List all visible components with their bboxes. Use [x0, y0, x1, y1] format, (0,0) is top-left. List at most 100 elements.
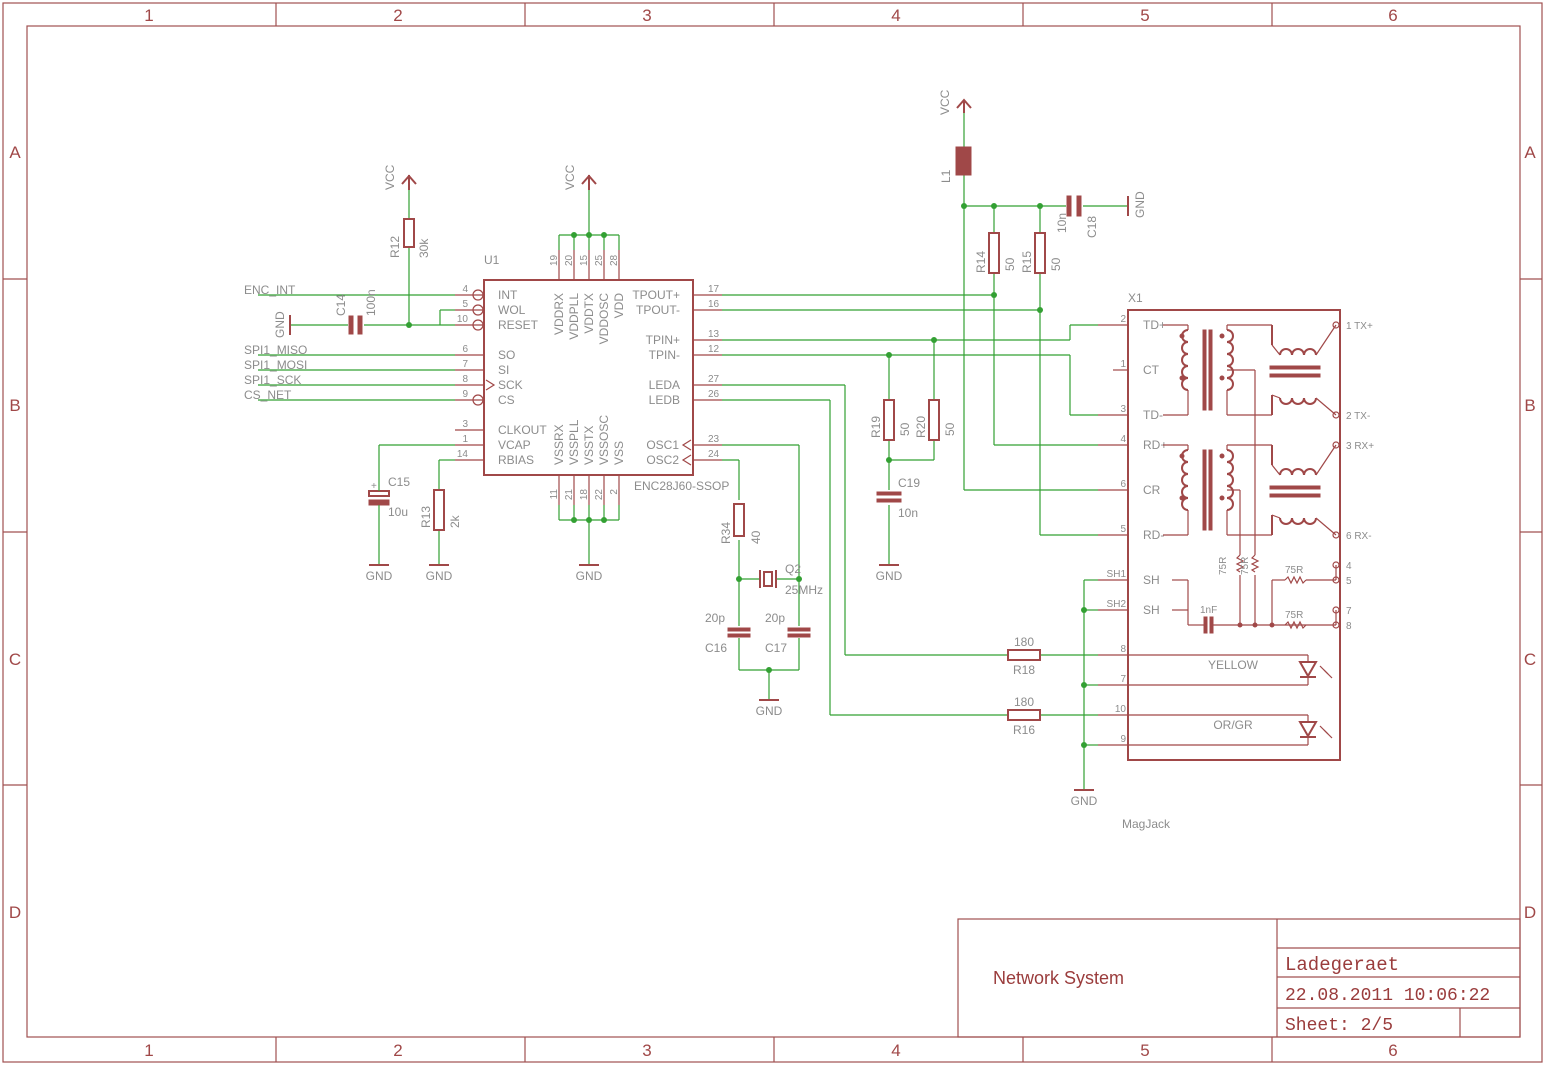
- svg-text:CR: CR: [1143, 483, 1161, 497]
- gnd-symbol-u1: GND: [576, 564, 603, 583]
- u1-bottom-pins: 11 21 18 22 2 VSSRX VSSPLL VSSTX VSSOSC …: [549, 415, 626, 505]
- gnd-symbol-r13: GND: [426, 564, 453, 583]
- u1-right-pin-labels: 17 16 13 12 27 26 23 24 TPOUT+ TPOUT- TP…: [632, 284, 719, 467]
- svg-text:50: 50: [1003, 257, 1017, 271]
- svg-text:4: 4: [1346, 561, 1352, 572]
- col-label: 2: [393, 6, 402, 25]
- svg-text:9: 9: [1120, 734, 1126, 745]
- svg-text:20p: 20p: [705, 611, 725, 625]
- svg-text:C18: C18: [1085, 216, 1099, 238]
- svg-text:1 TX+: 1 TX+: [1346, 321, 1373, 332]
- svg-text:C17: C17: [765, 641, 787, 655]
- svg-text:9: 9: [462, 389, 468, 400]
- svg-text:10: 10: [1115, 704, 1127, 715]
- svg-text:30k: 30k: [417, 238, 431, 258]
- svg-text:10: 10: [457, 314, 469, 325]
- svg-text:VSSOSC: VSSOSC: [597, 415, 611, 465]
- svg-text:16: 16: [708, 299, 720, 310]
- svg-text:R19: R19: [869, 416, 883, 438]
- r16-resistor: 180 R16: [1007, 695, 1041, 737]
- svg-text:CS: CS: [498, 393, 515, 407]
- svg-text:75R: 75R: [1285, 610, 1303, 621]
- row-label: D: [1524, 903, 1536, 922]
- svg-text:21: 21: [564, 489, 575, 501]
- c16-capacitor: 20p C16: [705, 611, 751, 655]
- svg-text:5: 5: [1120, 524, 1126, 535]
- svg-text:3: 3: [462, 419, 468, 430]
- svg-text:VCC: VCC: [938, 89, 952, 115]
- gnd-symbol-c14: GND: [273, 311, 291, 338]
- svg-text:50: 50: [943, 422, 957, 436]
- svg-text:VDDPLL: VDDPLL: [567, 293, 581, 340]
- r18-resistor: 180 R18: [1007, 635, 1041, 677]
- svg-text:VSSRX: VSSRX: [552, 424, 566, 465]
- svg-text:R13: R13: [419, 506, 433, 528]
- gnd-symbol-c19: GND: [876, 564, 903, 583]
- svg-text:6: 6: [462, 344, 468, 355]
- col-label: 6: [1388, 1041, 1397, 1060]
- l1-inductor: L1: [939, 146, 972, 183]
- svg-text:C14: C14: [334, 294, 348, 316]
- u1-right-pins: [681, 294, 722, 466]
- rx-transformer: [1163, 444, 1337, 536]
- u1-left-pin-labels: 4 5 10 6 7 8 9 3 1 14 INT WOL RESET SO S…: [457, 284, 547, 467]
- led-orgr-label: OR/GR: [1213, 718, 1253, 732]
- net-cs-net: CS_NET: [244, 388, 292, 402]
- svg-text:20: 20: [564, 254, 575, 266]
- r12-resistor: R12 30k: [388, 190, 431, 258]
- svg-text:LEDA: LEDA: [649, 378, 680, 392]
- svg-text:8: 8: [1346, 621, 1352, 632]
- c15-capacitor: + C15 10u: [368, 475, 410, 519]
- r20-resistor: R20 50: [914, 399, 957, 441]
- col-label: 4: [891, 6, 900, 25]
- svg-text:SH2: SH2: [1107, 599, 1127, 610]
- col-label: 2: [393, 1041, 402, 1060]
- svg-text:8: 8: [1120, 644, 1126, 655]
- r13-resistor: R13 2k: [419, 489, 462, 531]
- svg-text:6 RX-: 6 RX-: [1346, 531, 1372, 542]
- svg-text:RD-: RD-: [1143, 528, 1164, 542]
- row-label: A: [1524, 143, 1536, 162]
- svg-text:75R: 75R: [1218, 557, 1229, 575]
- svg-text:VCC: VCC: [563, 164, 577, 190]
- svg-text:GND: GND: [273, 311, 287, 338]
- x1-right-terminals: 1 TX+ 2 TX- 3 RX+ 6 RX- 4 5 7 8: [1332, 321, 1374, 632]
- r14-resistor: R14 50: [974, 232, 1017, 274]
- svg-text:28: 28: [609, 254, 620, 266]
- svg-text:R15: R15: [1020, 251, 1034, 273]
- led-orange-green: OR/GR: [1128, 714, 1333, 746]
- svg-text:TD-: TD-: [1143, 408, 1163, 422]
- svg-text:C16: C16: [705, 641, 727, 655]
- svg-text:8: 8: [462, 374, 468, 385]
- led-yellow: YELLOW: [1128, 654, 1333, 686]
- gnd-symbol-shield: GND: [1071, 789, 1098, 808]
- net-labels: ENC_INT SPI1_MISO SPI1_MOSI SPI1_SCK CS_…: [244, 283, 307, 402]
- svg-text:SO: SO: [498, 348, 515, 362]
- gnd-symbol-c15: GND: [366, 564, 393, 583]
- svg-text:RBIAS: RBIAS: [498, 453, 534, 467]
- c14-capacitor: C14 100n: [334, 289, 378, 335]
- svg-text:TD+: TD+: [1143, 318, 1166, 332]
- row-label: C: [1524, 650, 1536, 669]
- u1-top-pins: 19 20 15 25 28 VDDRX VDDPLL VDDTX VDDOSC…: [549, 250, 626, 344]
- svg-text:17: 17: [708, 284, 720, 295]
- svg-text:180: 180: [1014, 695, 1034, 709]
- svg-text:1: 1: [462, 434, 468, 445]
- vcc-symbol-r12: VCC: [383, 164, 417, 190]
- c17-capacitor: 20p C17: [765, 611, 811, 655]
- svg-text:7: 7: [1120, 674, 1126, 685]
- svg-text:5: 5: [462, 299, 468, 310]
- row-label: A: [9, 143, 21, 162]
- vcc-symbol-l1: VCC: [938, 89, 972, 115]
- sheet-number: Sheet: 2/5: [1285, 1016, 1393, 1036]
- svg-text:TPIN+: TPIN+: [646, 333, 680, 347]
- svg-text:Q2: Q2: [785, 562, 801, 576]
- svg-text:40: 40: [749, 530, 763, 544]
- system-title: Network System: [993, 968, 1124, 988]
- u1-left-pins: [455, 289, 496, 461]
- vcc-symbol-u1: VCC: [563, 164, 597, 190]
- svg-text:1nF: 1nF: [1200, 605, 1217, 616]
- svg-text:27: 27: [708, 374, 720, 385]
